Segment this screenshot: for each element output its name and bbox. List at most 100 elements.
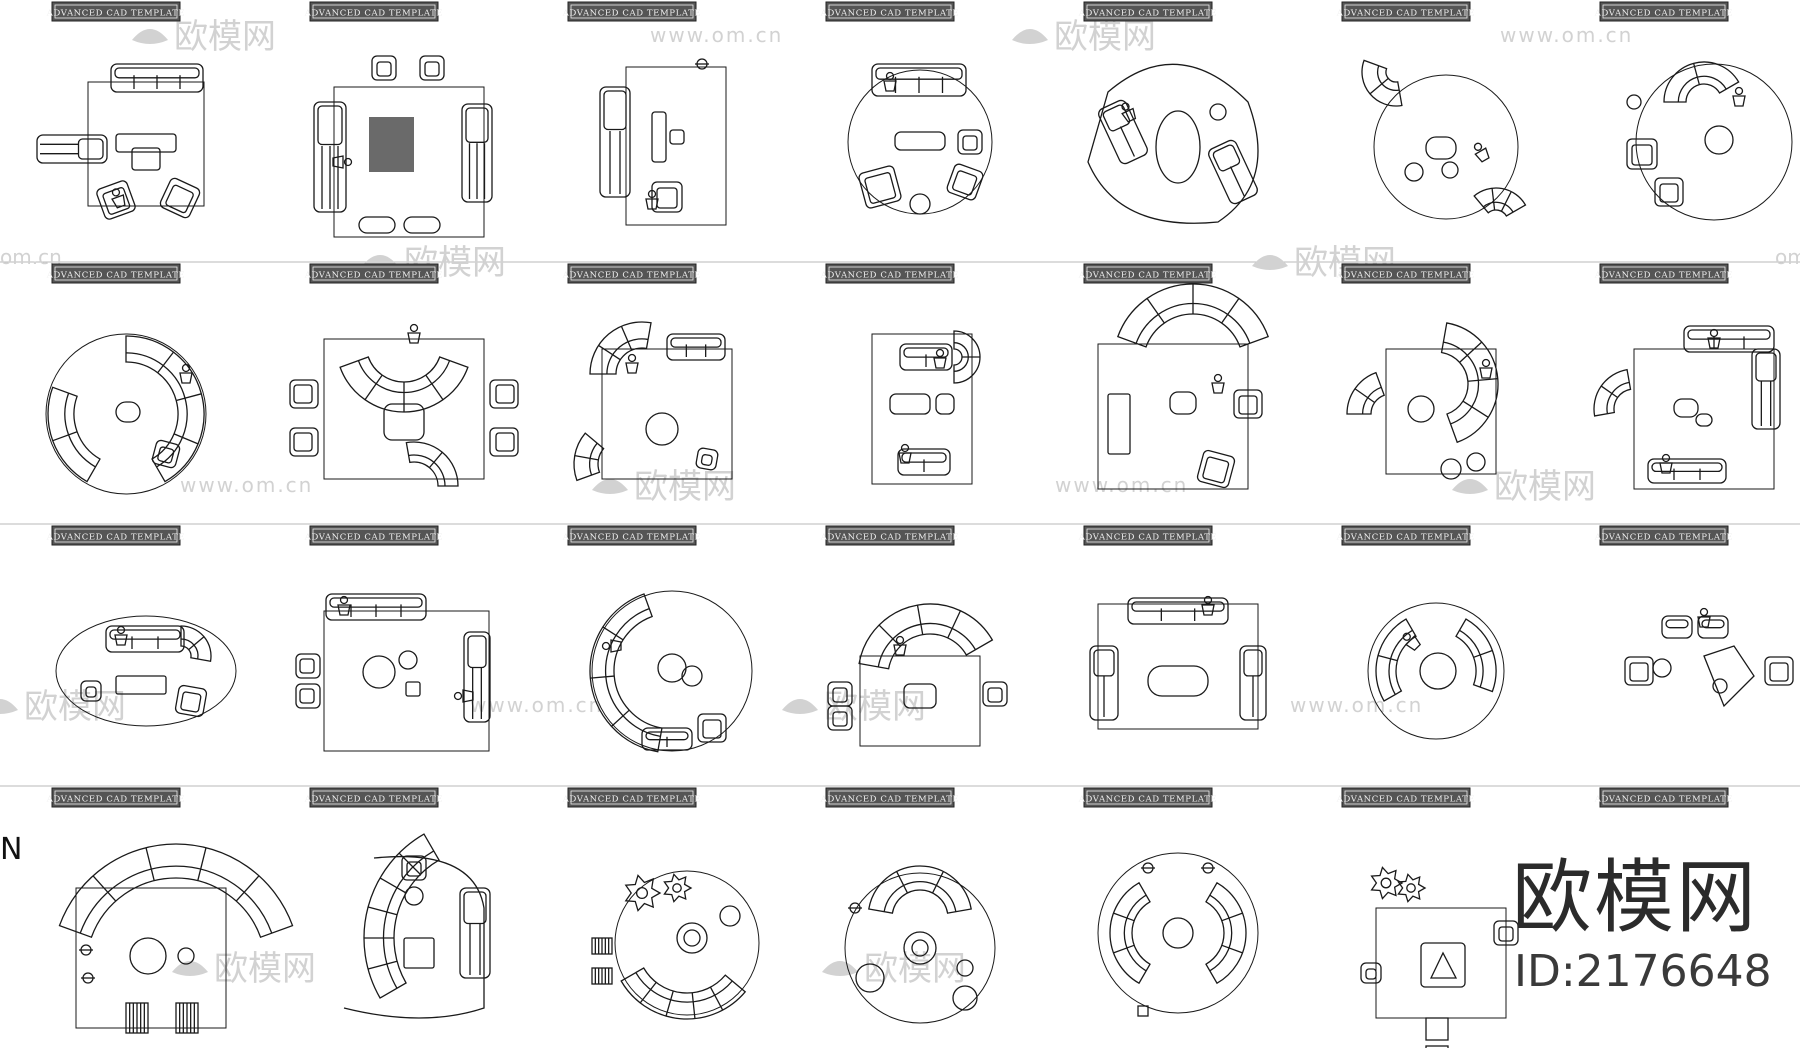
tag-background xyxy=(825,263,955,284)
seated-figure xyxy=(1732,86,1746,107)
template-tag: ADVANCED CAD TEMPLATE xyxy=(1078,1,1217,22)
layout-cell: ADVANCED CAD TEMPLATE xyxy=(1078,525,1267,730)
coffee-table xyxy=(131,147,161,171)
layout-cell: ADVANCED CAD TEMPLATE xyxy=(820,1,993,215)
armchair-frame xyxy=(695,447,719,471)
armchair xyxy=(1360,962,1382,984)
sofa-back xyxy=(1093,649,1115,677)
tag-background xyxy=(567,787,697,808)
tag-background xyxy=(1083,263,1213,284)
seated-figure xyxy=(1479,358,1493,379)
seat-divider xyxy=(1473,649,1493,658)
tag-background xyxy=(825,1,955,22)
round-table xyxy=(645,412,679,446)
tag-background xyxy=(51,263,181,284)
sofa-frame xyxy=(871,63,967,97)
armchair-seat xyxy=(952,170,978,196)
tag-background xyxy=(1599,525,1729,546)
watermark-stamp: 欧模网 xyxy=(592,467,736,507)
tag-label: ADVANCED CAD TEMPLATE xyxy=(562,795,701,805)
figure-head xyxy=(343,157,353,167)
template-tag: ADVANCED CAD TEMPLATE xyxy=(1594,263,1733,284)
figure-body xyxy=(1405,635,1422,652)
tag-label: ADVANCED CAD TEMPLATE xyxy=(46,533,185,543)
seat-divider xyxy=(188,636,205,651)
template-tag: ADVANCED CAD TEMPLATE xyxy=(1594,1,1733,22)
tag-label: ADVANCED CAD TEMPLATE xyxy=(562,533,701,543)
seat-divider xyxy=(52,431,78,442)
sofa-watermark-icon xyxy=(782,699,818,714)
tag-label: ADVANCED CAD TEMPLATE xyxy=(304,795,443,805)
rug xyxy=(871,333,973,485)
tag-inner-border xyxy=(570,4,694,19)
striped-ottoman xyxy=(591,967,613,985)
seated-figure xyxy=(332,155,353,169)
curved-sofa xyxy=(339,356,469,413)
layout-cell: ADVANCED CAD TEMPLATE xyxy=(1336,263,1499,480)
figure-head xyxy=(885,71,895,81)
template-tag: ADVANCED CAD TEMPLATE xyxy=(562,1,701,22)
figure-head xyxy=(339,595,349,605)
tag-label: ADVANCED CAD TEMPLATE xyxy=(1078,533,1217,543)
layout-cell: ADVANCED CAD TEMPLATE xyxy=(46,525,237,727)
seat-divider xyxy=(1491,188,1496,211)
round-table xyxy=(1162,917,1194,949)
tag-inner-border xyxy=(828,790,952,805)
figure-body xyxy=(111,194,126,209)
plant-pot xyxy=(635,886,649,900)
armchair-frame xyxy=(96,180,136,220)
tag-label: ADVANCED CAD TEMPLATE xyxy=(304,9,443,19)
figure-body xyxy=(407,332,421,344)
curved-sofa xyxy=(1663,61,1740,103)
seated-figure xyxy=(883,71,897,92)
side-box xyxy=(1137,1005,1149,1017)
tag-label: ADVANCED CAD TEMPLATE xyxy=(46,795,185,805)
armchair xyxy=(489,427,519,457)
template-tag: ADVANCED CAD TEMPLATE xyxy=(46,1,185,22)
sofa xyxy=(666,333,726,361)
layout-cell: ADVANCED CAD TEMPLATE xyxy=(46,787,294,1034)
round-table xyxy=(681,665,703,687)
armchair-seat xyxy=(1629,662,1649,682)
seated-figure xyxy=(601,639,622,653)
template-tag: ADVANCED CAD TEMPLATE xyxy=(562,525,701,546)
tag-inner-border xyxy=(570,528,694,543)
armchair-seat xyxy=(656,187,678,209)
tag-inner-border xyxy=(570,790,694,805)
tag-inner-border xyxy=(1086,266,1210,281)
armchair xyxy=(946,163,984,201)
rug xyxy=(1097,603,1259,730)
figure-head xyxy=(627,353,637,363)
round-rug xyxy=(614,870,760,1016)
seat-divider xyxy=(176,393,202,402)
tray xyxy=(1429,951,1458,979)
layout-cell: ADVANCED CAD TEMPLATE xyxy=(820,787,996,1024)
sofa xyxy=(1661,615,1693,639)
armchair-seat xyxy=(299,688,315,704)
console-table xyxy=(369,117,414,172)
seat-divider xyxy=(590,675,615,679)
round-table xyxy=(1652,658,1672,678)
striped-ottoman xyxy=(125,1002,149,1034)
layout-cell: ADVANCED CAD TEMPLATE xyxy=(1336,787,1519,1048)
round-table xyxy=(952,985,978,1011)
sofa xyxy=(1683,325,1775,353)
armchair-seat xyxy=(495,384,515,404)
watermark-stamp: 欧模网 xyxy=(1012,17,1156,57)
curved-sofa-back xyxy=(883,881,957,912)
round-table xyxy=(855,963,885,993)
curved-sofa xyxy=(1346,371,1385,415)
coffee-table xyxy=(115,133,177,153)
seated-figure xyxy=(407,323,421,344)
tag-inner-border xyxy=(1344,266,1468,281)
sofa-back xyxy=(1243,649,1263,677)
layout-cell: ADVANCED CAD TEMPLATE xyxy=(1078,787,1259,1017)
tag-background xyxy=(1083,787,1213,808)
sofa xyxy=(1647,458,1727,484)
seat-divider xyxy=(157,351,174,374)
tag-background xyxy=(825,787,955,808)
armchair-frame xyxy=(1654,177,1684,207)
watermark-brand: 欧模网 xyxy=(824,687,926,727)
round-rug xyxy=(1373,74,1519,220)
tag-background xyxy=(51,525,181,546)
